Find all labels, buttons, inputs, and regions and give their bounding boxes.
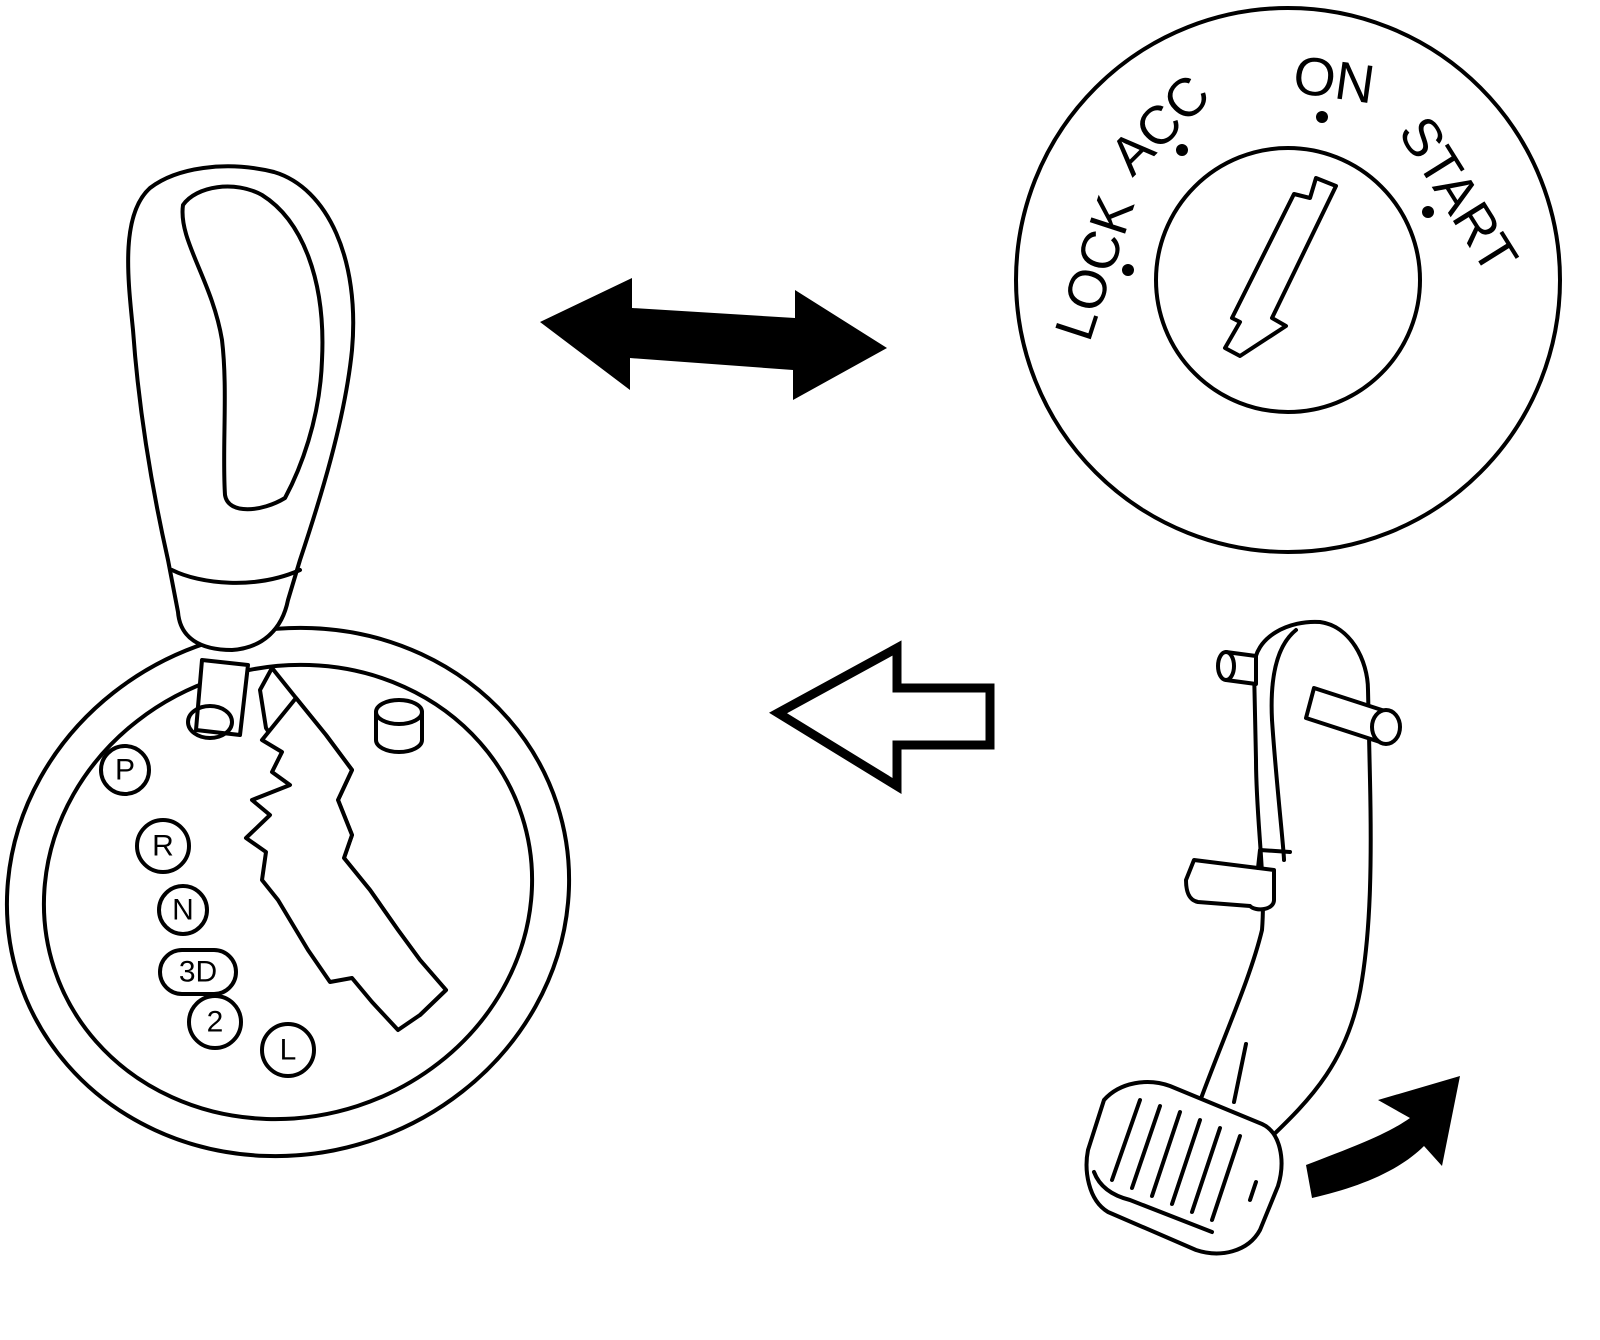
double-headed-arrow-icon	[540, 278, 887, 400]
gear-2-label: 2	[207, 1006, 224, 1039]
lock-position-dot	[1122, 264, 1134, 276]
detent-block	[374, 698, 424, 754]
gear-3d: 3D	[158, 948, 238, 996]
shift-knob	[126, 164, 356, 652]
on-position-dot	[1316, 111, 1328, 123]
ignition-switch: LOCK ACC ON START	[1014, 6, 1562, 554]
gear-p: P	[99, 744, 151, 796]
start-position-dot	[1422, 206, 1434, 218]
detent-teeth	[244, 696, 448, 1032]
gear-r: R	[135, 818, 191, 874]
key-slot	[1223, 176, 1338, 358]
gear-n-label: N	[172, 894, 194, 927]
gear-3d-label: 3D	[179, 956, 217, 989]
gear-l: L	[260, 1022, 316, 1078]
on-label: ON	[1290, 45, 1379, 116]
gear-r-label: R	[152, 830, 174, 863]
gear-n: N	[157, 884, 209, 936]
gear-l-label: L	[280, 1034, 297, 1067]
brake-pedal	[1084, 619, 1402, 1256]
pedal-pad	[1084, 1080, 1284, 1256]
start-label: START	[1387, 106, 1529, 284]
acc-label: ACC	[1098, 63, 1221, 186]
curved-press-arrow-icon	[1306, 1076, 1460, 1198]
acc-position-dot	[1176, 144, 1188, 156]
shift-lever-rod	[186, 658, 250, 740]
shift-lever-assembly: P R N 3D 2 L	[4, 164, 572, 1159]
gear-p-label: P	[115, 754, 135, 787]
gear-indicators: P R N 3D 2 L	[99, 744, 316, 1078]
hollow-left-arrow-icon	[769, 640, 995, 795]
gear-2: 2	[187, 994, 243, 1050]
